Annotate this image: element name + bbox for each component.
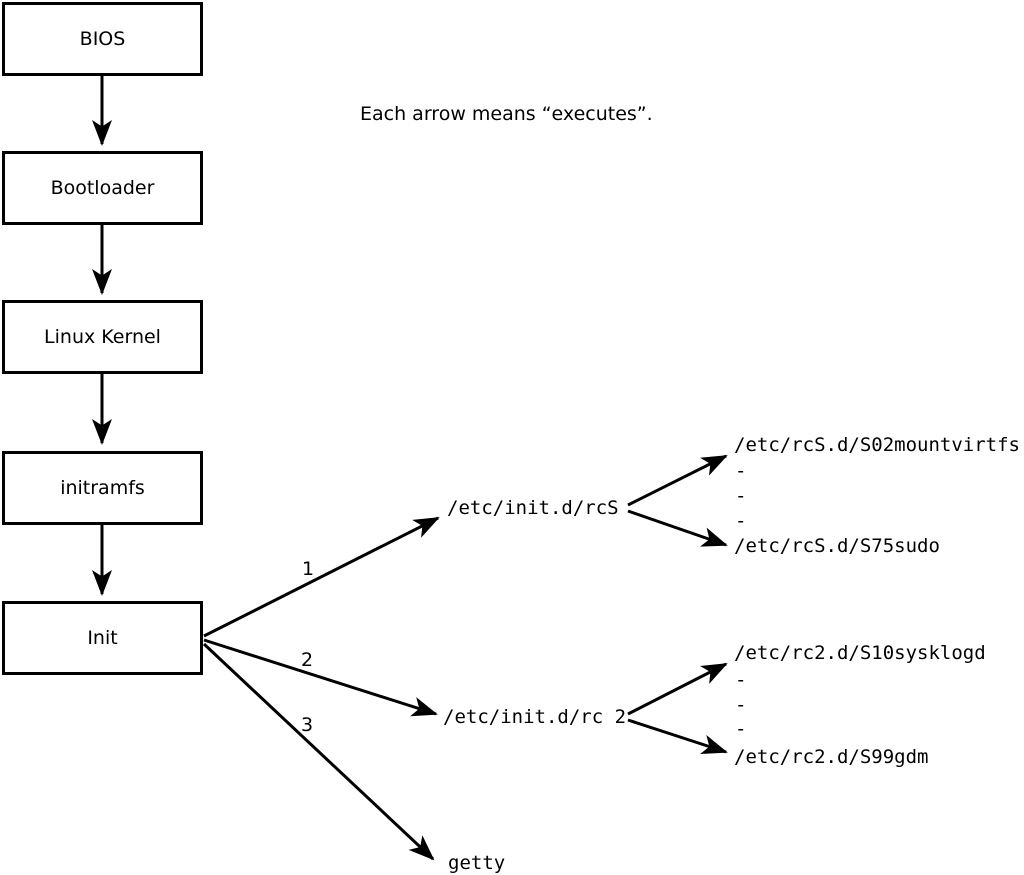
node-rcS: /etc/init.d/rcS: [447, 497, 619, 519]
node-rc2: /etc/init.d/rc 2: [443, 706, 627, 728]
leaf-S10sysklogd: /etc/rc2.d/S10sysklogd: [734, 642, 986, 664]
node-bootloader: Bootloader: [2, 151, 203, 225]
branch-number-1: 1: [302, 558, 315, 580]
leaf-ellipsis-dash: -: [735, 718, 747, 740]
node-init: Init: [2, 601, 203, 675]
node-initramfs: initramfs: [2, 451, 203, 525]
leaf-S02mountvirtfs: /etc/rcS.d/S02mountvirtfs: [734, 434, 1020, 456]
node-linux-kernel-label: Linux Kernel: [44, 326, 161, 348]
leaf-ellipsis-dash: -: [735, 460, 747, 482]
arrow-rc2-to-S99gdm: [627, 718, 728, 755]
arrow-rcS-to-S02mountvirtfs: [627, 454, 728, 507]
leaf-ellipsis-dash: -: [735, 485, 747, 507]
branch-number-3: 3: [301, 714, 314, 736]
leaf-ellipsis-dash: -: [735, 694, 747, 716]
arrow-rcS-to-S75sudo: [627, 509, 728, 547]
node-initramfs-label: initramfs: [60, 477, 145, 499]
leaf-S99gdm: /etc/rc2.d/S99gdm: [734, 746, 929, 768]
arrow-rc2-to-S10sysklogd: [627, 662, 728, 716]
leaf-S75sudo: /etc/rcS.d/S75sudo: [734, 535, 940, 557]
branch-number-2: 2: [301, 649, 314, 671]
node-bios: BIOS: [2, 2, 203, 76]
leaf-ellipsis-dash: -: [735, 669, 747, 691]
node-bootloader-label: Bootloader: [50, 177, 155, 199]
leaf-ellipsis-dash: -: [735, 510, 747, 532]
arrow-init-to-getty: [202, 642, 435, 861]
node-bios-label: BIOS: [79, 28, 126, 50]
arrow-init-to-rc2: [203, 638, 438, 717]
node-init-label: Init: [87, 627, 118, 649]
legend-note: Each arrow means “executes”.: [360, 103, 653, 125]
node-getty: getty: [448, 852, 506, 874]
arrow-init-to-rcS: [203, 516, 440, 638]
node-linux-kernel: Linux Kernel: [2, 300, 203, 374]
